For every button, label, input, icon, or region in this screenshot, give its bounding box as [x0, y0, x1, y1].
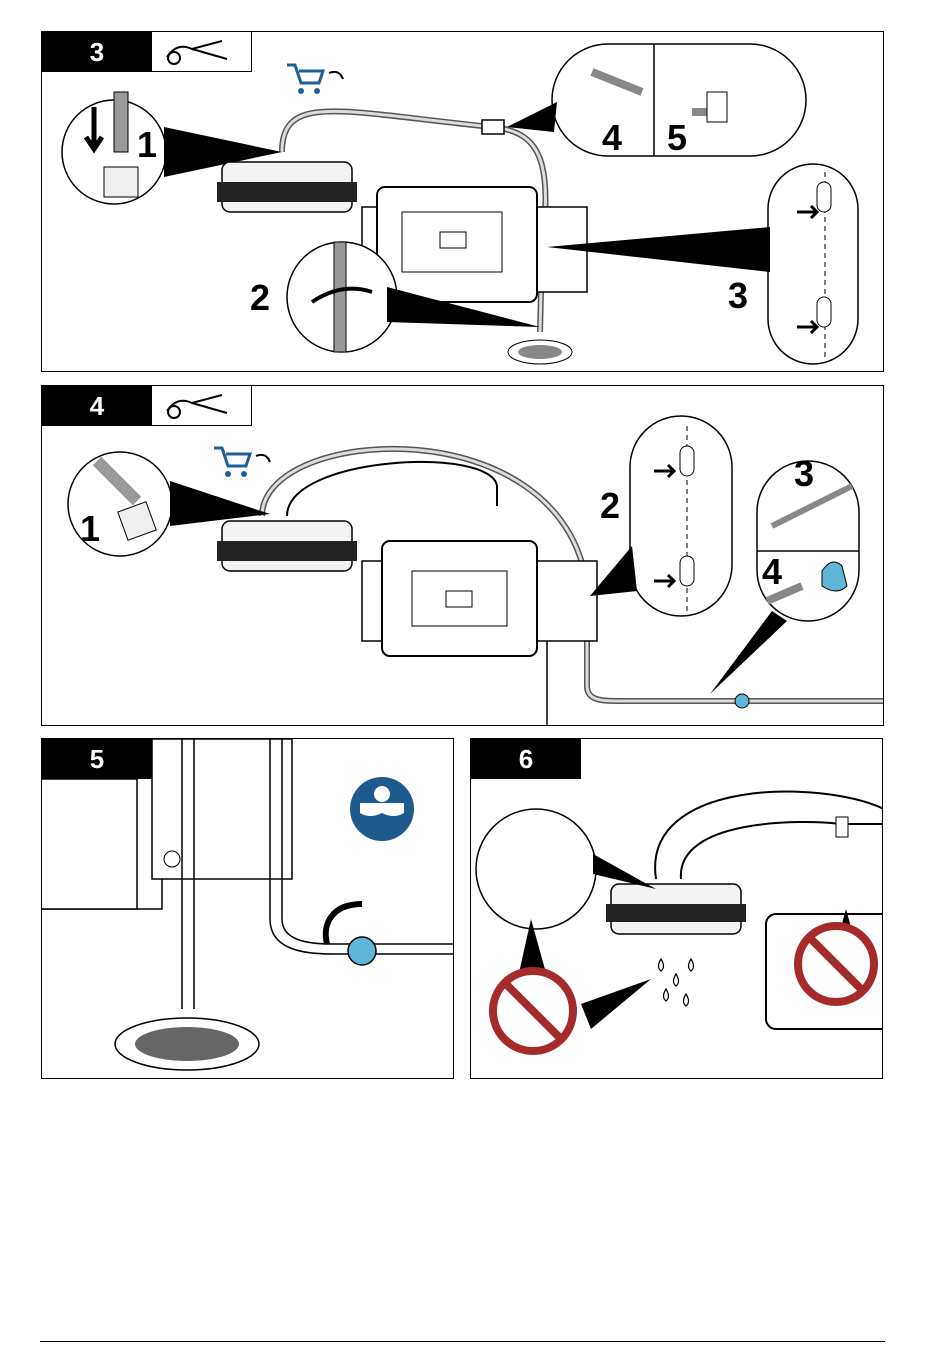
shopping-cart-icon — [287, 65, 343, 94]
prohibited-icon — [798, 926, 874, 1002]
step-number: 4 — [42, 386, 152, 426]
callout-2-label: 2 — [250, 280, 270, 316]
step-4-panel: 4 1 2 3 4 — [41, 385, 884, 726]
prohibited-icon — [493, 971, 573, 1051]
step-4-illustration — [42, 386, 884, 726]
tube-cutter-icon — [152, 32, 252, 72]
callout-2-label: 2 — [600, 488, 620, 524]
step-3-illustration — [42, 32, 884, 372]
callout-1-label: 1 — [80, 511, 100, 547]
callout-5-label: 5 — [667, 120, 687, 156]
step-3-panel: 3 1 2 3 4 5 — [41, 31, 884, 372]
footer-rule — [40, 1341, 885, 1342]
tube-cutter-icon — [152, 386, 252, 426]
step-number: 3 — [42, 32, 152, 72]
callout-4-label: 4 — [762, 554, 782, 590]
step-5-panel: 5 — [41, 738, 454, 1079]
callout-3-label: 3 — [794, 456, 814, 492]
safety-goggles-icon — [350, 777, 414, 841]
callout-3-label: 3 — [728, 278, 748, 314]
callout-4-label: 4 — [602, 120, 622, 156]
step-6-illustration — [471, 739, 883, 1079]
step-5-illustration — [42, 739, 454, 1079]
step-6-panel: 6 — [470, 738, 883, 1079]
step-number: 6 — [471, 739, 581, 779]
callout-1-label: 1 — [137, 127, 157, 163]
shopping-cart-icon — [214, 448, 270, 477]
step-number: 5 — [42, 739, 152, 779]
